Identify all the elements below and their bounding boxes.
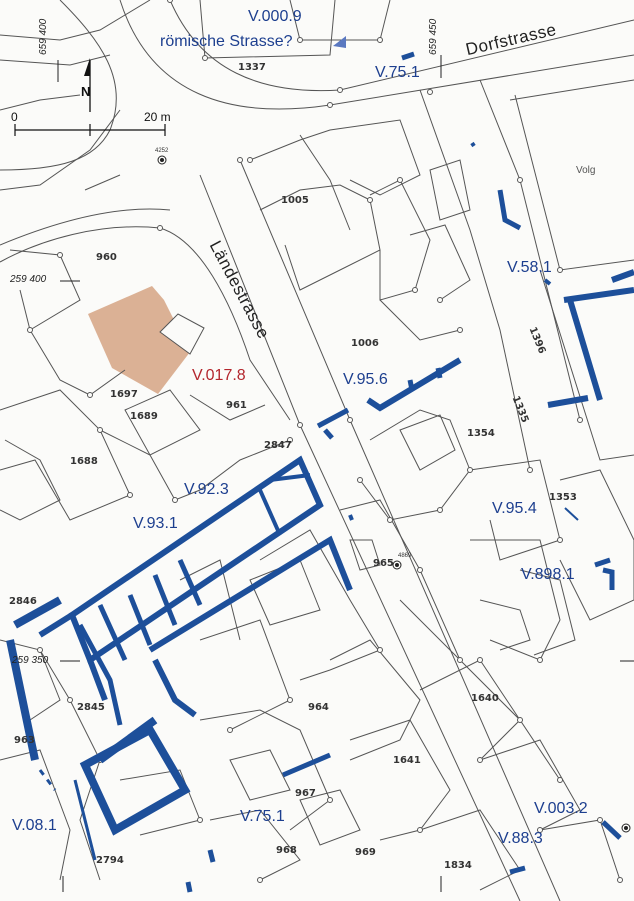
site-label-v081: V.08.1: [12, 817, 57, 834]
site-label-v956: V.95.6: [343, 371, 388, 388]
survey-point-4869: 4869: [398, 553, 412, 559]
site-label-v954: V.95.4: [492, 500, 537, 517]
parcel-1640: 1640: [471, 693, 499, 704]
parcel-960: 960: [96, 252, 117, 263]
site-label-v0009: V.000.9: [248, 8, 302, 25]
parcel-961: 961: [226, 400, 247, 411]
parcel-1354: 1354: [467, 428, 495, 439]
roman-road-fragment: [333, 36, 346, 48]
parcel-2845: 2845: [77, 702, 105, 713]
scale-bar: [14, 124, 166, 136]
parcel-968: 968: [276, 845, 297, 856]
parcel-2846: 2846: [9, 596, 37, 607]
parcel-1005: 1005: [281, 195, 309, 206]
site-label-v751-top: V.75.1: [375, 64, 420, 81]
parcel-1689: 1689: [130, 411, 158, 422]
parcel-1834: 1834: [444, 860, 472, 871]
parcel-1006: 1006: [351, 338, 379, 349]
coord-x-659400: 659 400: [38, 18, 49, 55]
coord-y-259400: 259 400: [10, 274, 47, 285]
parcel-2794: 2794: [96, 855, 124, 866]
parcel-1337: 1337: [238, 62, 266, 73]
site-label-v0178: V.017.8: [192, 367, 246, 384]
parcel-964: 964: [308, 702, 329, 713]
parcel-1641: 1641: [393, 755, 421, 766]
site-label-v581: V.58.1: [507, 259, 552, 276]
parcel-1353: 1353: [549, 492, 577, 503]
coordinate-ticks: [57, 55, 634, 892]
site-label-roman-road: römische Strasse?: [160, 33, 293, 50]
north-label: N: [81, 84, 91, 99]
coord-x-659450: 659 450: [428, 18, 439, 55]
site-label-v8981: V.898.1: [521, 566, 575, 583]
site-label-v923: V.92.3: [184, 481, 229, 498]
highlighted-parcel: [88, 286, 190, 394]
parcel-963: 963: [14, 735, 35, 746]
site-label-v0032: V.003.2: [534, 800, 588, 817]
findings-walls: [6, 51, 634, 893]
site-label-v931: V.93.1: [133, 515, 178, 532]
survey-points: [157, 155, 631, 833]
site-label-v883: V.88.3: [498, 830, 543, 847]
survey-point-4252: 4252: [155, 148, 169, 154]
parcel-967: 967: [295, 788, 316, 799]
north-arrow-icon: [84, 58, 91, 112]
parcel-969: 969: [355, 847, 376, 858]
parcel-2847: 2847: [264, 440, 292, 451]
coord-y-259350: 259 350: [12, 655, 49, 666]
parcel-1688: 1688: [70, 456, 98, 467]
parcel-1697: 1697: [110, 389, 138, 400]
scale-end-label: 20 m: [144, 110, 171, 124]
scale-start-label: 0: [11, 110, 18, 124]
parcel-965: 965: [373, 558, 394, 569]
building-label-volg: Volg: [576, 165, 596, 176]
site-label-v751-bottom: V.75.1: [240, 808, 285, 825]
